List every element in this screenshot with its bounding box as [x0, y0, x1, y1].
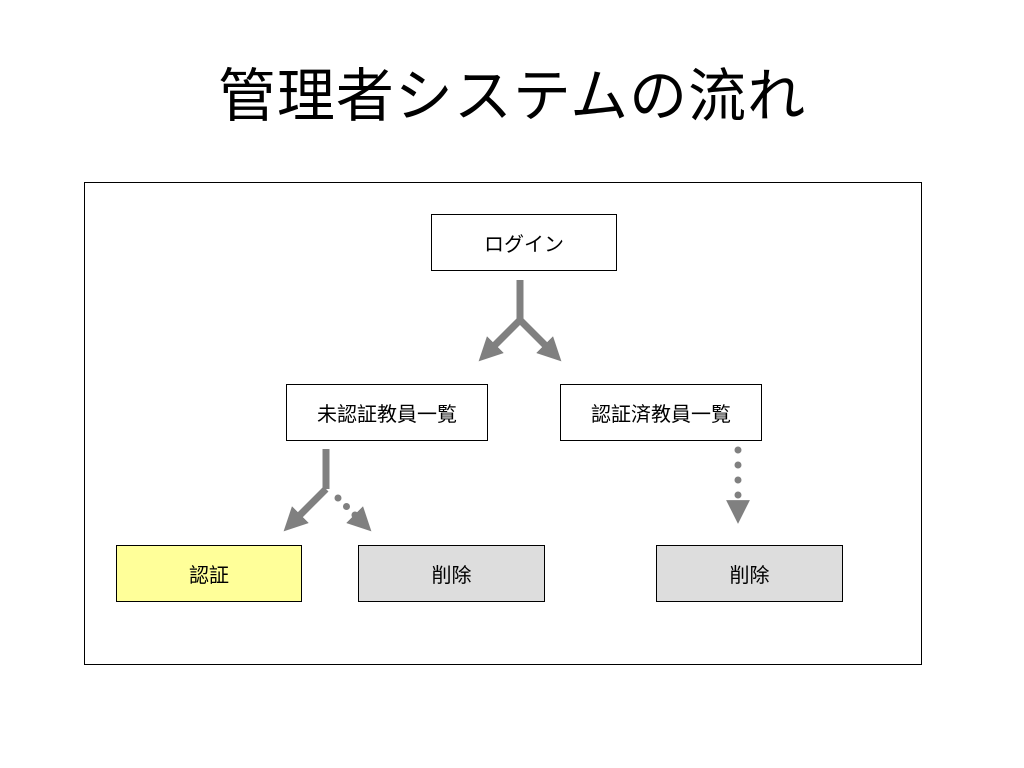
delete-unapproved-label: 削除: [431, 563, 472, 587]
login-label: ログイン: [484, 232, 564, 256]
delete-unapproved-box: 削除: [358, 545, 545, 602]
dotted-unapproved-to-delete: [334, 494, 362, 522]
login-box: ログイン: [431, 214, 617, 271]
delete-approved-box: 削除: [656, 545, 843, 602]
approve-box: 認証: [116, 545, 302, 602]
delete-approved-label: 削除: [729, 563, 770, 587]
arrow-login-to-approved: [517, 317, 562, 362]
arrow-unapproved-to-approve: [283, 486, 329, 532]
unapproved-teacher-list-label: 未認証教員一覧: [317, 402, 457, 426]
arrow-unapproved-to-delete: [346, 506, 372, 532]
approve-label: 認証: [189, 563, 229, 587]
approved-teacher-list-box: 認証済教員一覧: [560, 384, 762, 441]
arrow-login-to-unapproved: [478, 317, 523, 362]
unapproved-teacher-list-box: 未認証教員一覧: [286, 384, 488, 441]
approved-teacher-list-label: 認証済教員一覧: [591, 402, 731, 426]
diagram-frame: [84, 182, 922, 665]
slide-title: 管理者システムの流れ: [217, 62, 807, 130]
